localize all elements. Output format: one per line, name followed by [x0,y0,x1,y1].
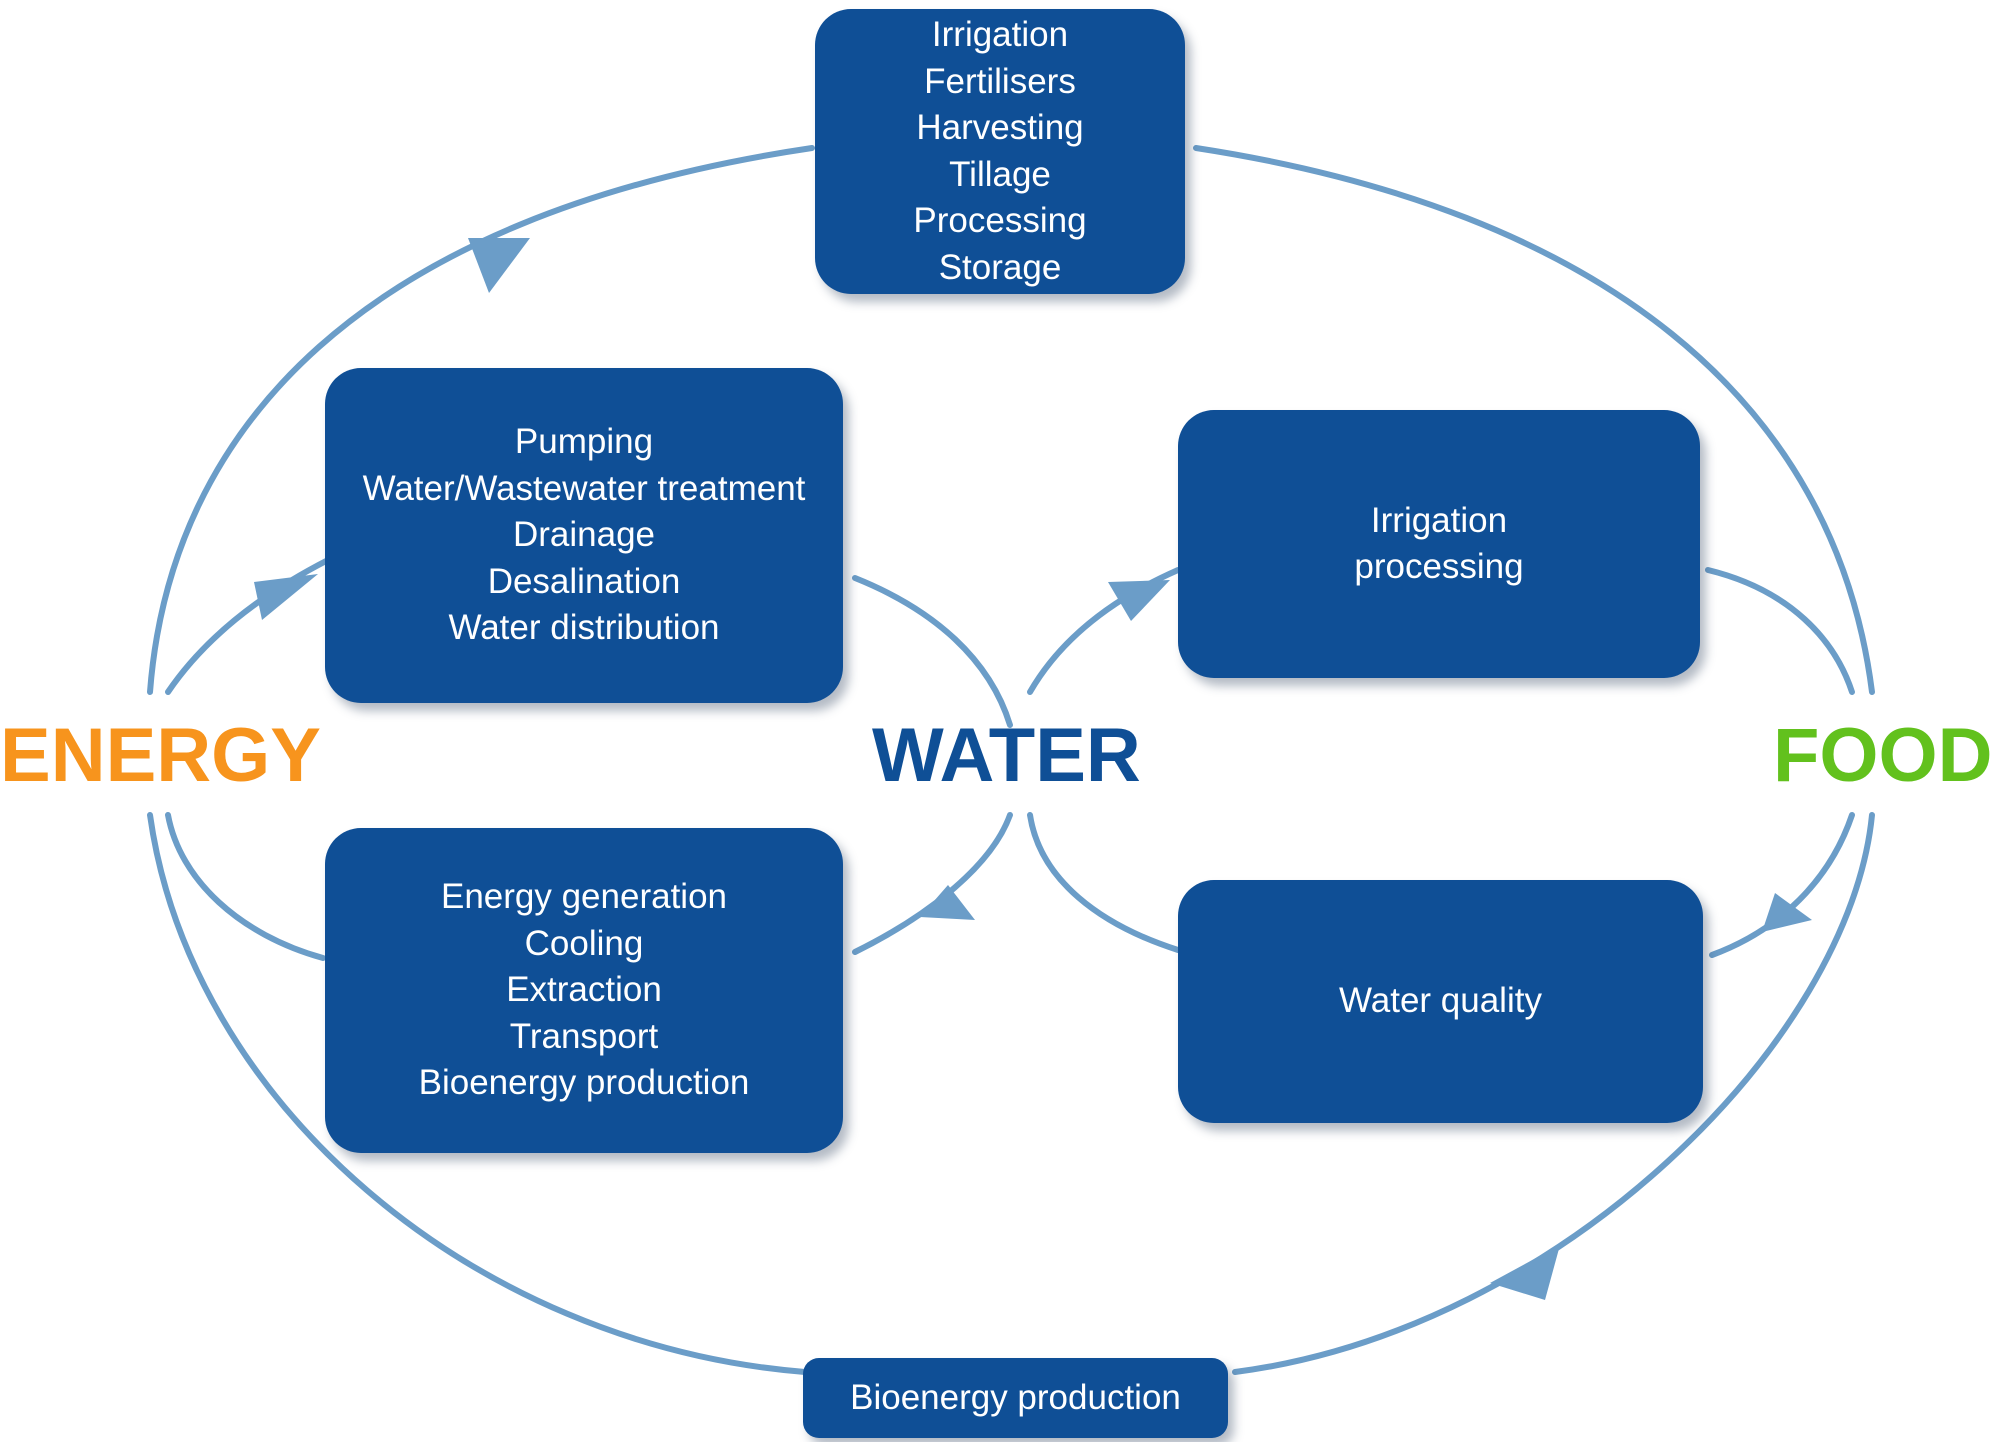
box-food-affects-water: Water quality [1178,880,1703,1123]
connector-food-to-bottom [1232,812,1875,1375]
box-line: Water distribution [448,608,720,648]
box-line: Energy generation [440,877,728,917]
box-line: Desalination [487,561,681,601]
arrowhead-inner-energy-pumping [254,574,318,620]
box-line: Irrigation [931,15,1069,54]
node-energy: ENERGY [0,713,321,798]
box-line: Irrigation [1370,500,1508,540]
box-line: Harvesting [916,108,1084,147]
box-line: Bioenergy production [418,1063,750,1103]
box-water-for-energy: Energy generation Cooling Extraction Tra… [325,828,843,1153]
connector-water-to-energygen [852,812,1013,955]
box-energy-for-water: Pumping Water/Wastewater treatment Drain… [325,368,843,703]
arrowhead-inner-water-energygen [920,885,975,920]
arrowhead-outer-bottom-right [1490,1245,1560,1300]
connector-energy-to-top [147,145,815,695]
node-water: WATER [872,713,1141,798]
box-line: Water/Wastewater treatment [362,468,806,508]
box-line: Storage [938,247,1062,287]
box-line: Drainage [512,515,656,555]
box-line: Extraction [506,970,662,1010]
connector-bottom-to-energy [147,812,808,1375]
box-line: Bioenergy production [850,1377,1181,1417]
box-water-for-food: Irrigation processing [1178,410,1700,678]
connector-pumping-to-water [852,575,1013,728]
connector-top-to-food [1193,145,1875,695]
box-line: Cooling [524,923,644,963]
connector-food-to-quality [1709,812,1855,958]
box-line: Fertilisers [924,61,1076,101]
arrowhead-inner-food-quality [1762,893,1812,932]
box-line: Processing [913,201,1087,240]
arrowhead-outer-top-left [468,238,530,293]
node-food: FOOD [1773,713,1992,798]
connector-quality-to-water [1027,812,1181,953]
box-food-energy-inputs: Irrigation Fertilisers Harvesting Tillag… [815,9,1185,294]
arrowhead-inner-water-irrigation [1108,580,1170,621]
box-line: Water quality [1339,981,1542,1021]
connector-energygen-to-energy [165,812,326,961]
connector-irrigation-to-food [1705,567,1855,695]
box-line: Tillage [949,154,1051,194]
box-line: Transport [509,1016,659,1056]
connector-energy-to-pumping [165,557,331,695]
box-line: processing [1354,547,1524,586]
box-line: Pumping [514,422,654,462]
box-food-for-energy: Bioenergy production [803,1358,1228,1438]
